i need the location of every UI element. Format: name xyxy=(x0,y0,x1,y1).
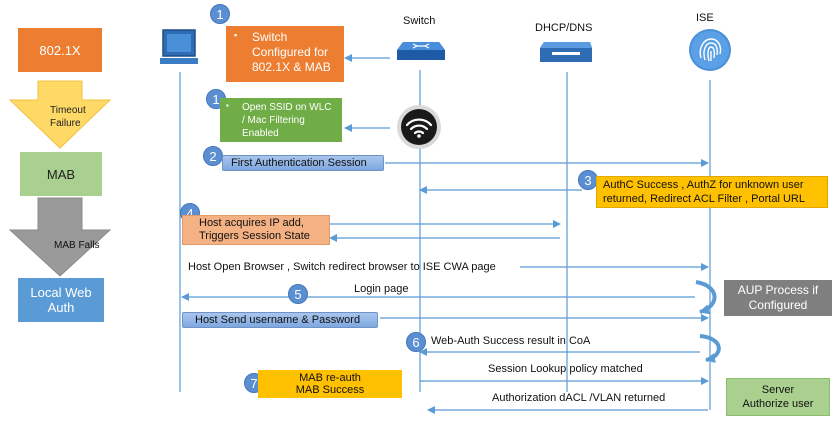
mab-falls-label: MAB Falls xyxy=(54,240,100,251)
coa-curve-arrow xyxy=(699,334,721,363)
aup-line-2: Configured xyxy=(748,298,808,312)
mab-success-label: MAB Success xyxy=(295,384,365,396)
step-5-badge: 5 xyxy=(288,284,308,304)
switch-config-line-1: Switch xyxy=(252,30,288,44)
first-auth-box: First Authentication Session xyxy=(222,155,384,171)
mab-reauth-label: MAB re-auth xyxy=(299,372,361,384)
step-3-badge: 3 xyxy=(578,170,598,190)
local-web-auth-box: Local Web Auth xyxy=(18,278,104,322)
local-web-auth-label: Local Web Auth xyxy=(30,285,92,315)
timeout-arrow-shape xyxy=(8,80,112,149)
wlc-config-text: Open SSID on WLC / Mac Filtering Enabled xyxy=(242,101,331,140)
mab-box: MAB xyxy=(20,152,102,196)
dhcp-dns-header: DHCP/DNS xyxy=(535,22,593,34)
mab-falls-text: MAB Falls xyxy=(54,240,100,251)
host-ip-box: Host acquires IP add, Triggers Session S… xyxy=(182,215,330,245)
server-authorize-box: Server Authorize user xyxy=(726,378,830,416)
session-lookup-label: Session Lookup policy matched xyxy=(488,363,643,375)
switch-header: Switch xyxy=(403,15,436,27)
wlc-config-box: ▪ Open SSID on WLC / Mac Filtering Enabl… xyxy=(220,98,342,142)
webauth-success-label: Web-Auth Success result in CoA xyxy=(431,335,591,347)
server-line-2: Authorize user xyxy=(742,398,814,410)
aup-line-1: AUP Process if xyxy=(737,283,819,297)
authz-result-box: AuthC Success , AuthZ for unknown user r… xyxy=(596,176,828,208)
switch-config-bullet: ▪ xyxy=(234,30,238,40)
wlc-config-line-1: Open SSID on WLC xyxy=(242,102,332,113)
switch-config-text: Switch Configured for 802.1X & MAB xyxy=(252,30,331,75)
host-ip-line-2: Triggers Session State xyxy=(199,230,310,242)
switch-icon xyxy=(395,34,447,66)
mab-reauth-box: MAB re-auth MAB Success xyxy=(258,370,402,398)
credentials-box: Host Send username & Password xyxy=(182,312,378,328)
browser-redirect-label: Host Open Browser , Switch redirect brow… xyxy=(188,261,496,273)
wlc-config-bullet: ▪ xyxy=(226,101,229,110)
switch-config-line-2: Configured for xyxy=(252,45,329,59)
login-page-label: Login page xyxy=(354,283,409,295)
host-ip-line-1: Host acquires IP add, xyxy=(199,217,304,229)
step-1a-badge: 1 xyxy=(210,4,230,24)
authz-returned-label: Authorization dACL /VLAN returned xyxy=(492,392,666,404)
laptop-icon xyxy=(160,28,198,68)
wlc-config-line-3: Enabled xyxy=(242,128,279,139)
timeout-line-2: Failure xyxy=(50,118,81,129)
wlc-config-line-2: / Mac Filtering xyxy=(242,115,305,126)
mab-label: MAB xyxy=(46,166,76,182)
timeout-failure-label: Timeout Failure xyxy=(50,104,86,130)
step-2-badge: 2 xyxy=(203,146,223,166)
authz-result-line-2: returned, Redirect ACL Filter , Portal U… xyxy=(603,193,805,205)
server-icon xyxy=(538,40,594,66)
switch-config-box: ▪ Switch Configured for 802.1X & MAB xyxy=(226,26,344,82)
server-line-1: Server xyxy=(761,384,795,396)
first-auth-label: First Authentication Session xyxy=(231,157,367,169)
switch-config-line-3: 802.1X & MAB xyxy=(252,60,331,74)
step-6-badge: 6 xyxy=(406,332,426,352)
dot1x-label: 802.1X xyxy=(39,42,81,58)
mab-falls-arrow-shape xyxy=(8,197,112,277)
timeout-line-1: Timeout xyxy=(50,105,86,116)
wifi-icon xyxy=(396,104,442,150)
dot1x-box: 802.1X xyxy=(18,28,102,72)
authz-result-line-1: AuthC Success , AuthZ for unknown user xyxy=(603,179,804,191)
aup-box: AUP Process if Configured xyxy=(724,280,832,316)
credentials-label: Host Send username & Password xyxy=(195,314,361,326)
aup-curve-arrow xyxy=(695,280,717,315)
ise-header: ISE xyxy=(696,12,714,24)
fingerprint-icon xyxy=(688,28,732,72)
